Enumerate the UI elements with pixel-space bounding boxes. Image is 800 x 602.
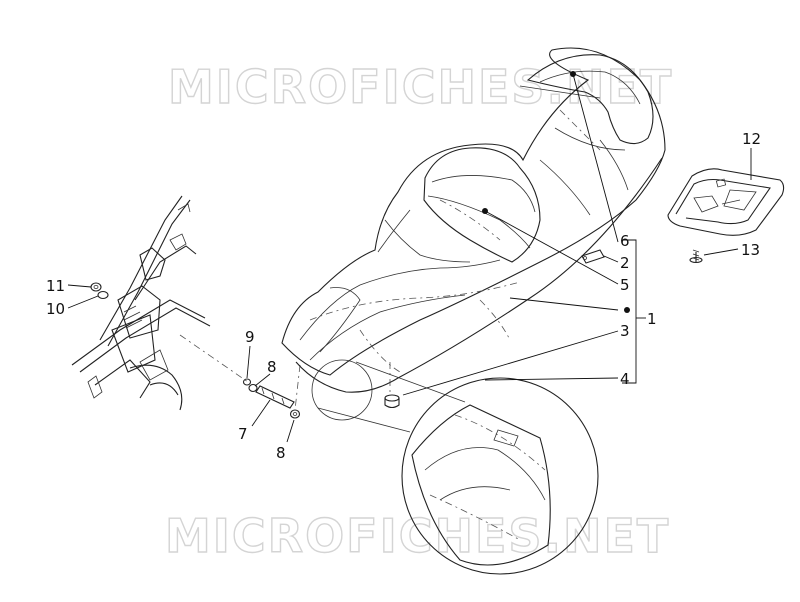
leader-part-11 [67, 284, 92, 288]
leader-part-1-line [509, 297, 619, 311]
marker-dot-part-1 [624, 307, 630, 313]
washer-part-8-bottom [289, 409, 301, 419]
watermark-bottom: MICROFICHES.NET [165, 509, 670, 563]
callout-1: 1 [647, 310, 657, 328]
callout-12: 12 [742, 130, 761, 148]
callout-3: 3 [620, 322, 630, 340]
leader-part-8-top [254, 373, 271, 387]
hinge-pin-part-7 [255, 385, 295, 409]
callout-8-top: 8 [267, 358, 277, 376]
leader-part-8-bottom [286, 419, 295, 443]
washer-part-8-top [248, 383, 258, 393]
callout-11: 11 [46, 277, 65, 295]
group-bracket [622, 239, 637, 384]
rubber-bumper-part-4 [384, 394, 400, 409]
detail-circle-small [311, 359, 373, 421]
leader-part-2 [603, 255, 619, 263]
leader-part-9 [246, 345, 251, 379]
leader-part-10 [67, 295, 99, 309]
watermark-top: MICROFICHES.NET [168, 60, 673, 114]
leader-part-5 [484, 210, 619, 285]
screw-part-13 [689, 249, 703, 264]
callout-7: 7 [238, 425, 248, 443]
seat-assembly [281, 47, 666, 393]
callout-10: 10 [46, 300, 65, 318]
guide-line-hinge [294, 364, 301, 411]
leader-part-4 [484, 377, 619, 381]
nut-part-11 [90, 282, 102, 292]
callout-8-bottom: 8 [276, 444, 286, 462]
tray-part-12 [667, 168, 785, 236]
leader-part-7 [251, 399, 271, 427]
leader-part-3 [402, 330, 619, 396]
callout-9: 9 [245, 328, 255, 346]
detail-connector [317, 361, 466, 433]
clip-part-9 [242, 378, 252, 386]
leader-part-13 [703, 248, 739, 256]
callout-2: 2 [620, 254, 630, 272]
callout-5: 5 [620, 276, 630, 294]
callout-4: 4 [620, 370, 630, 388]
frame-section [71, 195, 211, 411]
washer-part-10 [97, 290, 109, 300]
leader-part-6 [572, 73, 619, 243]
bracket-part-2 [581, 249, 605, 264]
detail-circle-large [401, 377, 599, 575]
callout-13: 13 [741, 241, 760, 259]
guide-line-frame [179, 334, 249, 383]
callout-6: 6 [620, 232, 630, 250]
